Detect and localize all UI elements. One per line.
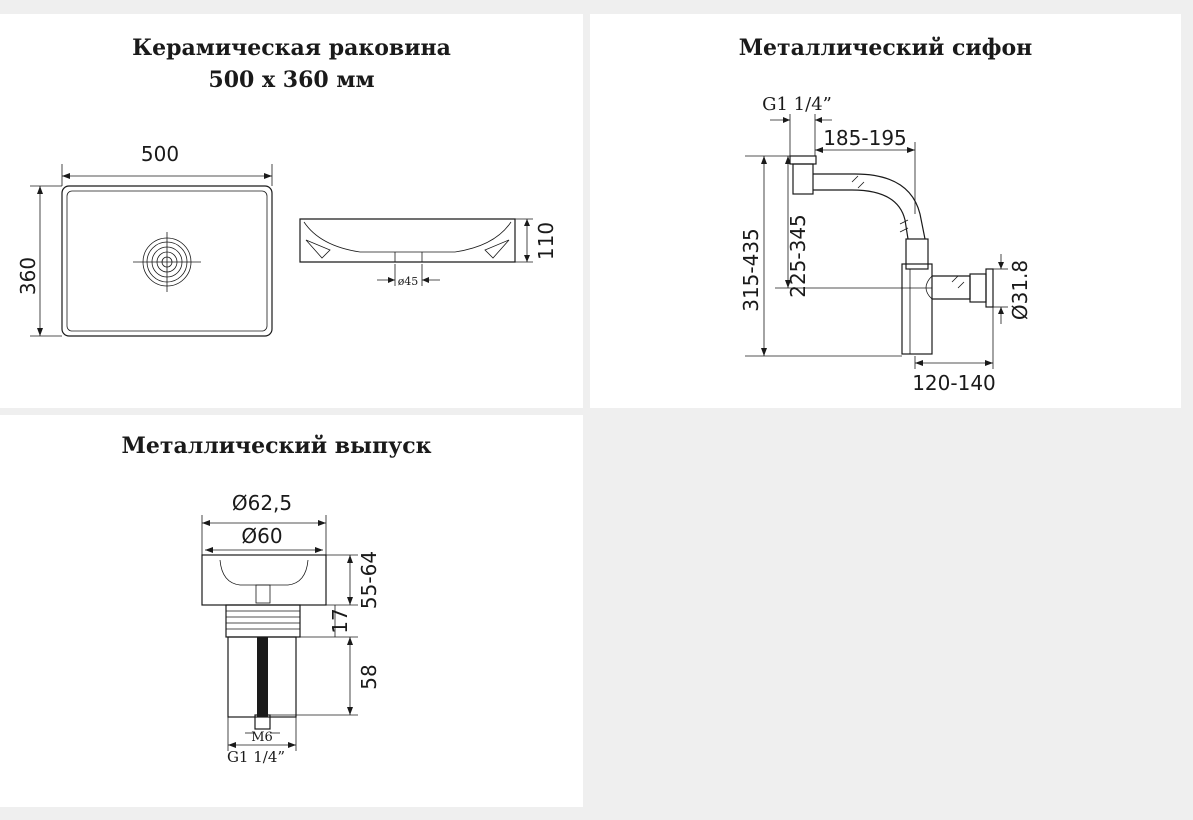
- basin-title-line2: 500 х 360 мм: [208, 67, 375, 93]
- basin-drain-icon: [133, 232, 201, 292]
- siphon-outlet-dia-label: Ø31.8: [1008, 260, 1032, 320]
- siphon-drawing: G1 1/4” 185-195: [739, 94, 1032, 395]
- basin-width-label: 500: [141, 142, 179, 166]
- drain-body: [201, 554, 327, 730]
- basin-title-line1: Керамическая раковина: [132, 35, 451, 61]
- basin-drain-dimension: [377, 264, 440, 286]
- basin-height-label: 110: [534, 222, 558, 260]
- drain-length-label: 58: [357, 664, 381, 689]
- drain-outer-dia-dimension: [201, 515, 327, 555]
- siphon-outlet-offset-label: 120-140: [912, 371, 996, 395]
- drain-outer-dia-label: Ø62,5: [232, 491, 292, 515]
- siphon-reach-dimension: [815, 142, 916, 214]
- siphon-panel: Металлический сифон G1 1/4” 185-195: [590, 14, 1181, 408]
- drain-right-dimensions: [270, 554, 358, 716]
- siphon-reach-label: 185-195: [823, 126, 907, 150]
- drain-range-label: 55-64: [357, 551, 381, 609]
- drain-thread-label: G1 1/4”: [227, 748, 285, 766]
- basin-top-outer: [61, 185, 273, 337]
- empty-panel: [590, 415, 1181, 807]
- basin-depth-dimension: [30, 185, 62, 337]
- siphon-outlet-dia-dimension: [993, 254, 1008, 324]
- basin-top-inner: [66, 190, 268, 332]
- siphon-thread-label: G1 1/4”: [762, 94, 832, 115]
- drain-bolt-label: M6: [251, 730, 273, 745]
- siphon-total-height-dimension: [745, 155, 902, 357]
- siphon-body: [789, 155, 994, 355]
- drain-drawing: Ø62,5 Ø60: [201, 491, 381, 766]
- siphon-total-height-label: 315-435: [739, 228, 763, 312]
- siphon-outlet-offset-dimension: [914, 307, 994, 369]
- basin-height-dimension: [515, 218, 533, 263]
- drain-inner-dia-label: Ø60: [241, 524, 282, 548]
- basin-drawing: 500 360 110: [16, 142, 558, 337]
- siphon-thread-dimension: [770, 114, 832, 156]
- basin-panel: Керамическая раковина 500 х 360 мм 500: [0, 14, 583, 408]
- basin-side-view: [299, 218, 516, 263]
- drain-panel: Металлический выпуск Ø62,5 Ø60: [0, 415, 583, 807]
- siphon-inlet-height-label: 225-345: [786, 214, 810, 298]
- drain-collar-label: 17: [328, 608, 352, 633]
- drain-inner-dia-dimension: [205, 547, 323, 553]
- basin-width-dimension: [61, 164, 273, 186]
- siphon-title: Металлический сифон: [738, 35, 1033, 61]
- basin-title: Керамическая раковина 500 х 360 мм: [0, 32, 583, 96]
- basin-depth-label: 360: [16, 257, 40, 295]
- basin-drain-label: ø45: [398, 275, 419, 288]
- drain-title: Металлический выпуск: [121, 433, 432, 459]
- drain-bottom-dimensions: [227, 717, 297, 751]
- siphon-inlet-height-dimension: [775, 156, 932, 289]
